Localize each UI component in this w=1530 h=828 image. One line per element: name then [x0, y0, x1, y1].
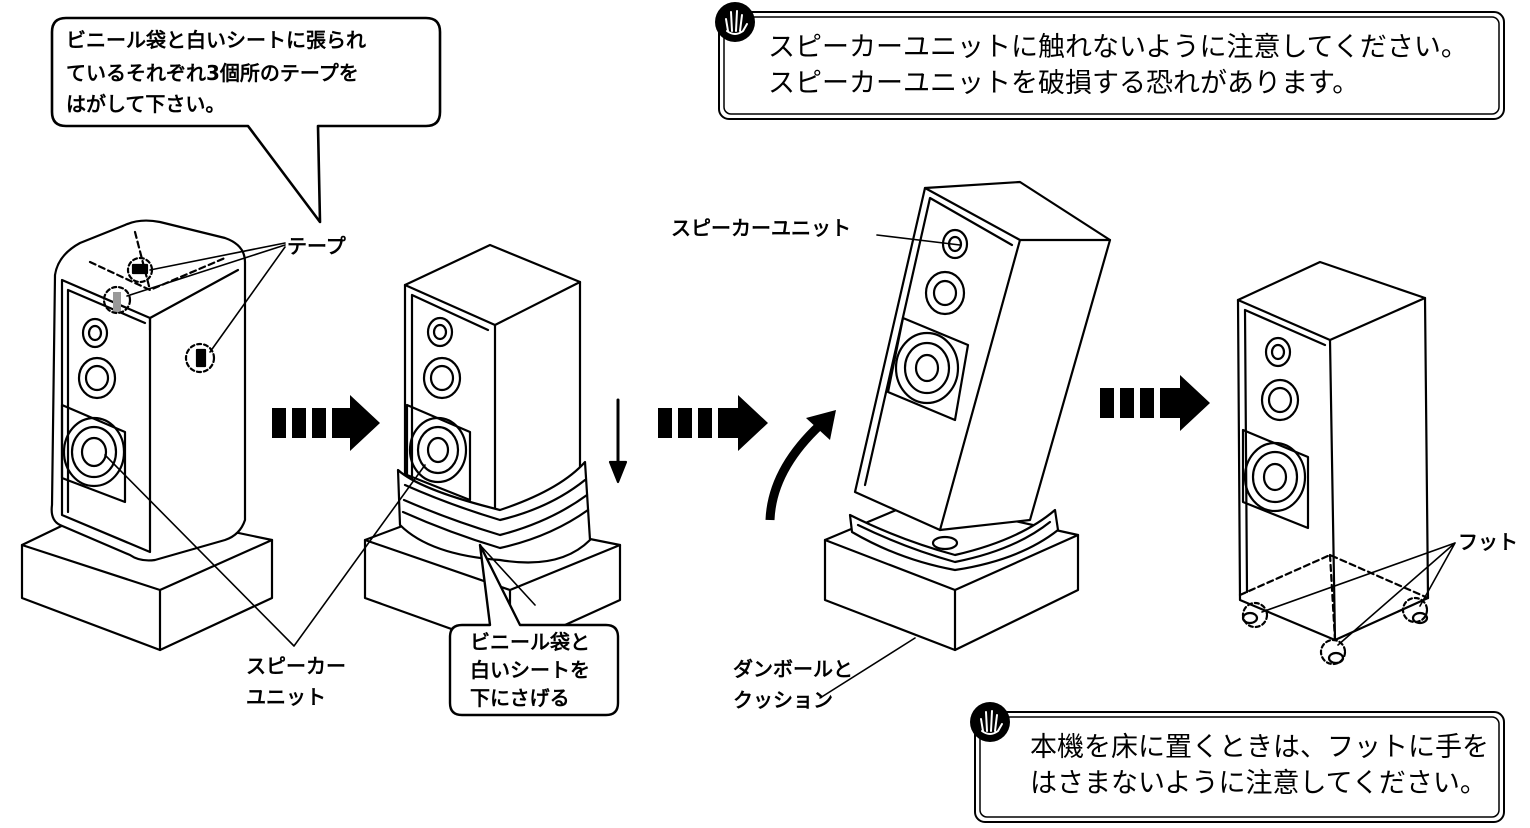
label-speaker-unit-2: スピーカーユニット [671, 216, 851, 240]
speaker-1-wrapped [20, 219, 286, 652]
callout-text-line1: ビニール袋と白いシートに張られ [66, 28, 366, 52]
callout-text-line3: はがして下さい。 [66, 92, 226, 116]
label-tape: テープ [287, 234, 346, 258]
label-cardboard-line2: クッション [733, 688, 833, 712]
label-box-lower [448, 543, 620, 717]
label-lower-sheet-line3: 下にさげる [470, 686, 570, 710]
caution-top-line1: スピーカーユニットに触れないように注意してください。 [768, 32, 1468, 63]
caution-hand-icon [715, 2, 755, 42]
caution-top-line2: スピーカーユニットを破損する恐れがあります。 [768, 68, 1360, 99]
label-cardboard-line1: ダンボールと [733, 657, 853, 681]
caution-hand-icon [970, 702, 1010, 742]
label-lower-sheet-line1: ビニール袋と [470, 630, 590, 654]
caution-bottom-line1: 本機を床に置くときは、フットに手を [1030, 732, 1489, 763]
step-arrow-3 [1100, 375, 1210, 431]
caution-box-bottom [974, 711, 1505, 823]
speaker-4-with-feet [1236, 260, 1456, 666]
caution-bottom-line2: はさまないように注意してください。 [1030, 768, 1487, 799]
step-arrow-1 [272, 395, 380, 451]
label-foot: フット [1458, 530, 1518, 554]
label-speaker-unit-line2: ユニット [246, 685, 326, 709]
speaker-2-unwrapped [363, 243, 628, 652]
callout-top-left [50, 16, 442, 224]
speaker-3-tilted [765, 180, 1112, 652]
caution-box-top [718, 11, 1505, 120]
step-arrow-2 [658, 395, 768, 451]
label-lower-sheet-line2: 白いシートを [470, 658, 590, 682]
label-speaker-unit-line1: スピーカー [246, 654, 346, 678]
callout-text-line2: ているそれぞれ3個所のテープを [66, 61, 359, 85]
leader-lines [104, 234, 961, 699]
